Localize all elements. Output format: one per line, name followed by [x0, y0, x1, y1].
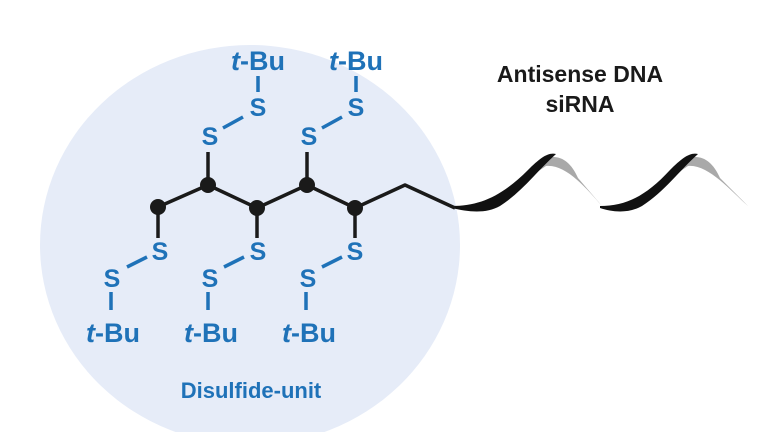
tbu-group: t-Bu — [184, 318, 238, 348]
tbu-prefix: t — [329, 46, 339, 76]
sulfur-atom: S — [348, 94, 365, 122]
sulfur-atom: S — [347, 238, 364, 266]
sulfur-atom: S — [152, 238, 169, 266]
sulfur-atom: S — [300, 265, 317, 293]
tbu-prefix: t — [231, 46, 241, 76]
disulfide-bonds — [109, 76, 358, 310]
backbone-s-bonds — [156, 152, 357, 238]
sulfur-atom: S — [250, 94, 267, 122]
tbu-suffix: -Bu — [193, 318, 238, 348]
tbu-group: t-Bu — [231, 46, 285, 76]
sulfur-atom: S — [250, 238, 267, 266]
sulfur-atom: S — [104, 265, 121, 293]
sulfur-atom: S — [202, 123, 219, 151]
strand-dark-segment-2 — [600, 153, 698, 212]
bond — [321, 255, 343, 269]
tbu-prefix: t — [282, 318, 292, 348]
tbu-prefix: t — [184, 318, 194, 348]
tbu-prefix: t — [86, 318, 96, 348]
tbu-group: t-Bu — [329, 46, 383, 76]
bond — [321, 115, 343, 130]
tbu-suffix: -Bu — [291, 318, 336, 348]
strand-light-segment-2 — [670, 157, 748, 206]
tbu-group: t-Bu — [86, 318, 140, 348]
disulfide-unit-label: Disulfide-unit — [181, 378, 322, 403]
bond — [126, 255, 148, 269]
tbu-suffix: -Bu — [95, 318, 140, 348]
oligo-label-line2: siRNA — [545, 91, 614, 117]
oligo-label-line1: Antisense DNA — [497, 61, 663, 87]
oligonucleotide-strand — [452, 153, 748, 212]
tert-butyl-groups: t-Bu t-Bu t-Bu t-Bu t-Bu — [86, 46, 383, 348]
tbu-suffix: -Bu — [338, 46, 383, 76]
bond — [222, 115, 244, 130]
disulfide-region-ellipse — [40, 45, 460, 432]
sulfur-atom: S — [202, 265, 219, 293]
bond — [223, 255, 245, 269]
strand-dark-segment-1 — [452, 153, 556, 212]
tbu-group: t-Bu — [282, 318, 336, 348]
tbu-suffix: -Bu — [240, 46, 285, 76]
sulfur-atoms: S S S S S S S S S S — [104, 94, 365, 293]
strand-light-segment-1 — [528, 157, 602, 206]
sulfur-atom: S — [301, 123, 318, 151]
